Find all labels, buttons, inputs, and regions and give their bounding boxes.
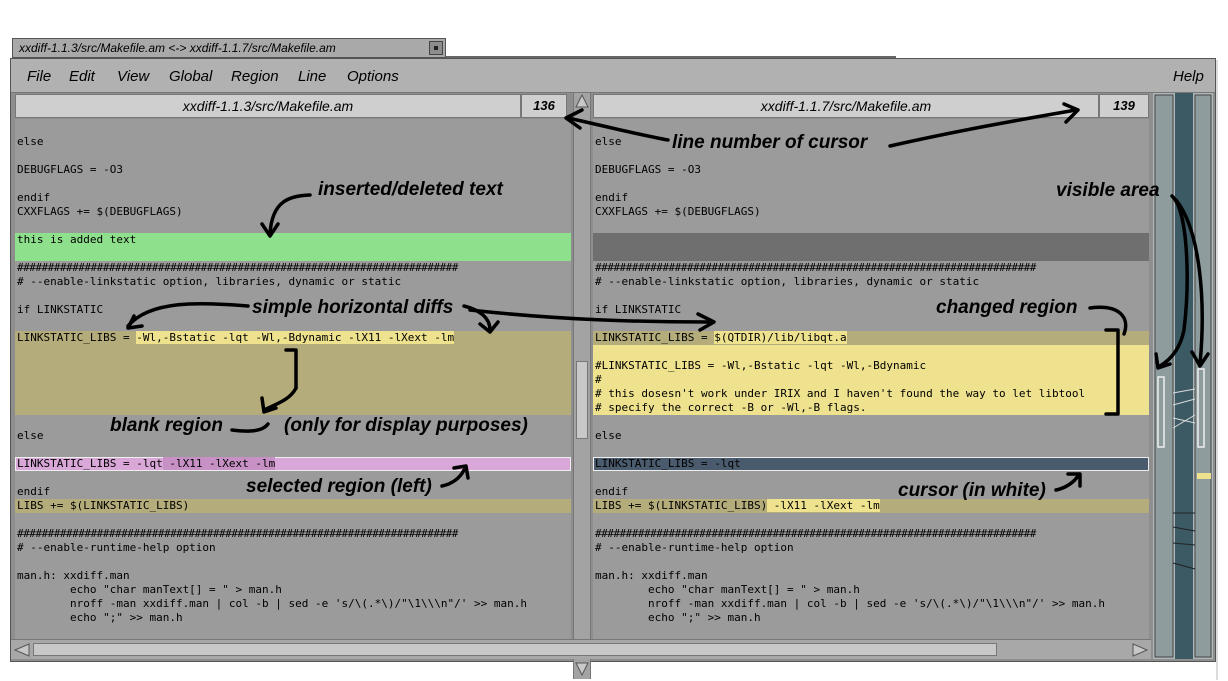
text-line: this is added text bbox=[17, 233, 137, 246]
horizontal-diff-segment: $(QTDIR)/lib/libqt.a bbox=[714, 331, 847, 344]
horizontal-diff-segment: -Wl,-Bstatic -lqt -Wl,-Bdynamic -lX11 -l… bbox=[136, 331, 455, 344]
annotation-line-number: line number of cursor bbox=[672, 132, 868, 153]
text-line: man.h: xxdiff.man bbox=[595, 569, 708, 582]
text-line: #LINKSTATIC_LIBS = -Wl,-Bstatic -lqt -Wl… bbox=[595, 359, 927, 372]
text-line: LIBS += $(LINKSTATIC_LIBS) bbox=[17, 499, 190, 512]
annotation-display-purposes: (only for display purposes) bbox=[284, 415, 528, 436]
menu-view[interactable]: View bbox=[117, 68, 150, 85]
text-line: # --enable-runtime-help option bbox=[595, 541, 794, 554]
text-line: else bbox=[17, 135, 44, 148]
inserted-region[interactable] bbox=[15, 233, 571, 261]
menu-line[interactable]: Line bbox=[298, 68, 327, 85]
window-title: xxdiff-1.1.3/src/Makefile.am <-> xxdiff-… bbox=[19, 41, 336, 55]
changed-region[interactable] bbox=[593, 345, 1149, 415]
scroll-right-arrow-icon[interactable] bbox=[1131, 642, 1149, 662]
text-line: nroff -man xxdiff.man | col -b | sed -e … bbox=[595, 597, 1105, 610]
text-line: endif bbox=[17, 191, 51, 204]
scroll-up-arrow-icon[interactable] bbox=[575, 93, 589, 109]
text-line: ########################################… bbox=[595, 261, 1036, 274]
annotation-selected-region: selected region (left) bbox=[246, 476, 432, 497]
annotation-changed-region: changed region bbox=[936, 297, 1078, 318]
menu-options[interactable]: Options bbox=[347, 68, 399, 85]
cursor-line[interactable] bbox=[593, 457, 1149, 471]
text-line: CXXFLAGS += $(DEBUGFLAGS) bbox=[17, 205, 183, 218]
text-line: DEBUGFLAGS = -O3 bbox=[595, 163, 701, 176]
annotation-simple-horizontal-diffs: simple horizontal diffs bbox=[252, 297, 454, 318]
menu-bar: File Edit View Global Region Line Option… bbox=[11, 59, 1215, 93]
text-line: else bbox=[17, 429, 44, 442]
text-line: # specify the correct -B or -Wl,-B flags… bbox=[595, 401, 867, 414]
text-segment: LINKSTATIC_LIBS = bbox=[17, 331, 137, 344]
text-line: echo ";" >> man.h bbox=[17, 611, 183, 624]
text-line: endif bbox=[595, 191, 629, 204]
text-line: else bbox=[595, 429, 622, 442]
window-menu-button[interactable] bbox=[429, 41, 443, 55]
vertical-scroll-thumb[interactable] bbox=[576, 361, 588, 439]
text-line: echo ";" >> man.h bbox=[595, 611, 761, 624]
right-filename: xxdiff-1.1.7/src/Makefile.am bbox=[593, 94, 1099, 118]
left-filename: xxdiff-1.1.3/src/Makefile.am bbox=[15, 94, 521, 118]
text-line: # this dosesn't work under IRIX and I ha… bbox=[595, 387, 1086, 400]
text-line: else bbox=[595, 135, 622, 148]
overview-area[interactable] bbox=[1153, 93, 1213, 659]
text-line: # --enable-linkstatic option, libraries,… bbox=[595, 275, 980, 288]
annotation-cursor: cursor (in white) bbox=[898, 480, 1046, 501]
text-line: LIBS += $(LINKSTATIC_LIBS) -lX11 -lXext … bbox=[593, 499, 1149, 513]
annotation-visible-area: visible area bbox=[1056, 180, 1160, 201]
text-segment: LINKSTATIC_LIBS = bbox=[595, 331, 715, 344]
menu-help[interactable]: Help bbox=[1173, 68, 1204, 85]
text-line: LINKSTATIC_LIBS = -lqt -lX11 -lXext -lm bbox=[15, 457, 571, 471]
changed-region[interactable] bbox=[15, 331, 571, 415]
right-text-pane[interactable]: else DEBUGFLAGS = -O3 endif CXXFLAGS += … bbox=[593, 119, 1149, 639]
window-title-bar[interactable]: xxdiff-1.1.3/src/Makefile.am <-> xxdiff-… bbox=[12, 38, 446, 58]
horizontal-diff-segment: -lX11 -lXext -lm bbox=[162, 457, 276, 470]
vertical-scrollbar[interactable] bbox=[573, 93, 591, 679]
text-line: man.h: xxdiff.man bbox=[17, 569, 130, 582]
menu-file[interactable]: File bbox=[27, 68, 52, 85]
menu-region[interactable]: Region bbox=[231, 68, 279, 85]
text-line: endif bbox=[17, 485, 51, 498]
left-text-pane[interactable]: else DEBUGFLAGS = -O3 endif CXXFLAGS += … bbox=[15, 119, 571, 639]
scroll-down-arrow-icon[interactable] bbox=[575, 661, 589, 677]
text-line: if LINKSTATIC bbox=[17, 303, 104, 316]
annotation-blank-region: blank region bbox=[110, 415, 223, 436]
title-divider bbox=[446, 56, 896, 58]
overview-map[interactable] bbox=[1153, 93, 1213, 659]
text-line: CXXFLAGS += $(DEBUGFLAGS) bbox=[595, 205, 761, 218]
text-line: if LINKSTATIC bbox=[595, 303, 682, 316]
blank-region[interactable] bbox=[593, 233, 1149, 261]
text-line: ########################################… bbox=[595, 527, 1036, 540]
text-line: DEBUGFLAGS = -O3 bbox=[17, 163, 123, 176]
changed-region[interactable] bbox=[15, 499, 571, 513]
horizontal-diff-segment: -lX11 -lXext -lm bbox=[767, 499, 880, 512]
text-segment: LIBS += $(LINKSTATIC_LIBS) bbox=[595, 499, 768, 512]
text-line: endif bbox=[595, 485, 629, 498]
text-line: # --enable-runtime-help option bbox=[17, 541, 216, 554]
right-cursor-line-number: 139 bbox=[1099, 94, 1149, 118]
xxdiff-window: File Edit View Global Region Line Option… bbox=[10, 58, 1216, 679]
horizontal-scrollbar[interactable] bbox=[11, 639, 1151, 659]
text-line: echo "char manText[] = " > man.h bbox=[595, 583, 860, 596]
menu-global[interactable]: Global bbox=[169, 68, 213, 85]
selected-region[interactable] bbox=[15, 457, 571, 471]
scroll-left-arrow-icon[interactable] bbox=[13, 642, 31, 662]
text-line: LINKSTATIC_LIBS = -lqt bbox=[595, 457, 741, 470]
text-line: # --enable-linkstatic option, libraries,… bbox=[17, 275, 402, 288]
menu-edit[interactable]: Edit bbox=[69, 68, 95, 85]
text-segment: LINKSTATIC_LIBS = -lqt bbox=[17, 457, 163, 470]
window-edge bbox=[1216, 60, 1218, 680]
left-cursor-line-number: 136 bbox=[521, 94, 567, 118]
text-line: ########################################… bbox=[17, 261, 458, 274]
text-line: # bbox=[595, 373, 602, 386]
text-line: LINKSTATIC_LIBS = -Wl,-Bstatic -lqt -Wl,… bbox=[15, 331, 571, 345]
text-line: echo "char manText[] = " > man.h bbox=[17, 583, 282, 596]
annotation-inserted-deleted: inserted/deleted text bbox=[318, 179, 503, 200]
text-line: ########################################… bbox=[17, 527, 458, 540]
text-line: LINKSTATIC_LIBS = $(QTDIR)/lib/libqt.a bbox=[593, 331, 1149, 345]
horizontal-scroll-thumb[interactable] bbox=[33, 643, 997, 656]
text-line: nroff -man xxdiff.man | col -b | sed -e … bbox=[17, 597, 527, 610]
